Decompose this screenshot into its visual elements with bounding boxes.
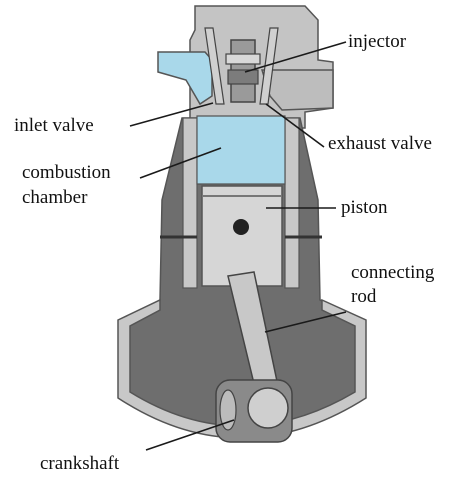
inlet-port [157, 51, 213, 106]
label-connecting-line2: rod [351, 286, 377, 307]
label-exhaust-valve: exhaust valve [328, 133, 432, 154]
leader-exhaust-valve [265, 103, 325, 148]
label-injector: injector [348, 31, 407, 52]
label-inlet-valve: inlet valve [14, 115, 94, 136]
leader-lines [129, 41, 347, 451]
label-crankshaft: crankshaft [40, 453, 120, 474]
piston-pin [233, 219, 249, 235]
leader-injector [244, 41, 347, 73]
leader-crankshaft [145, 419, 235, 451]
leader-inlet-valve [129, 102, 214, 127]
cylinder-wall-left [182, 117, 198, 289]
label-combustion-line2: chamber [22, 187, 88, 208]
leader-connecting-rod [264, 311, 347, 333]
inlet-valve-stem [204, 27, 225, 105]
label-piston: piston [341, 197, 388, 218]
cylinder-wall-right [284, 117, 300, 289]
piston-body [201, 185, 283, 287]
label-combustion-line1: combustion [22, 162, 111, 183]
crank-journal [247, 387, 289, 429]
combustion-chamber-fill [196, 115, 286, 185]
injector-nut [227, 69, 259, 85]
exhaust-valve-stem [259, 27, 279, 105]
label-connecting-line1: connecting [351, 262, 435, 283]
leader-combustion [139, 147, 222, 179]
injector-cap [225, 53, 261, 65]
